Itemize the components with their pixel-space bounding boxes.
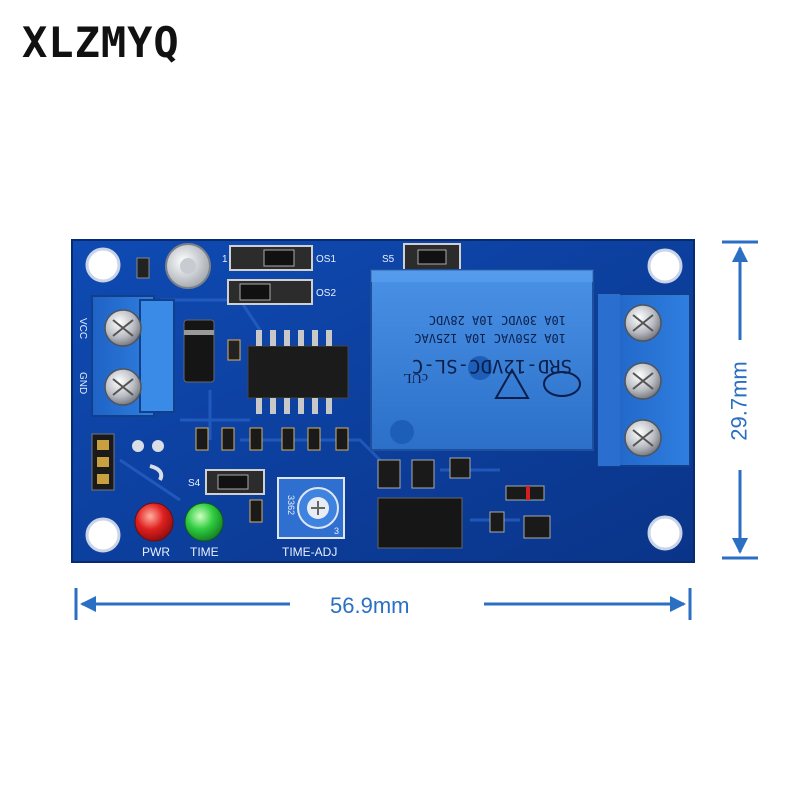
- jumper-os2[interactable]: [227, 279, 313, 305]
- pwr-label: PWR: [142, 545, 170, 559]
- s5-label: S5: [382, 254, 395, 265]
- optocoupler: [377, 497, 463, 549]
- resistor: [136, 257, 150, 279]
- transistor: [411, 459, 435, 489]
- mounting-hole: [85, 517, 121, 553]
- relay-terminal-block: [597, 293, 691, 467]
- diode: [183, 319, 215, 383]
- pot-pin-label: 3: [334, 526, 339, 536]
- height-dimension: [722, 240, 758, 560]
- relay: SRD-12VDC-SL-C 10A 250VAC 10A 125VAC 10A…: [370, 269, 594, 451]
- brand-logo-text: XLZMYQ: [22, 18, 180, 67]
- time-label: TIME: [190, 545, 219, 559]
- gnd-label: GND: [77, 372, 88, 394]
- jumper-os1[interactable]: [229, 245, 313, 271]
- pwr-led: [134, 502, 174, 542]
- jumper-s4[interactable]: [205, 469, 265, 495]
- ul-mark-icon: cUL: [403, 370, 428, 385]
- transistor: [377, 459, 401, 489]
- power-terminal-block: [91, 295, 175, 417]
- cqc-mark-icon: [543, 371, 581, 397]
- smd-diode: [505, 485, 545, 501]
- os2-label: OS2: [316, 288, 336, 299]
- time-adj-label: TIME-ADJ: [282, 545, 337, 559]
- time-adjust-potentiometer[interactable]: 3362 3: [277, 477, 345, 539]
- mounting-hole: [647, 248, 683, 284]
- width-dimension: [74, 588, 692, 620]
- s4-label: S4: [188, 478, 201, 489]
- relay-rating-dc: 10A 30VDC 10A 28VDC: [429, 313, 566, 327]
- time-led: [184, 502, 224, 542]
- relay-rating-ac: 10A 250VAC 10A 125VAC: [414, 331, 566, 345]
- jumper-s5[interactable]: [403, 243, 461, 271]
- ic-chip: [247, 330, 349, 414]
- transistor: [523, 515, 551, 539]
- smd-component: [489, 511, 505, 533]
- capacitor: [165, 243, 211, 289]
- mounting-hole: [85, 247, 121, 283]
- os1-label: OS1: [316, 254, 336, 265]
- vcc-label: VCC: [77, 318, 88, 339]
- mounting-hole: [647, 515, 683, 551]
- pin-header: [91, 433, 164, 491]
- width-dimension-label: 56.9mm: [330, 593, 410, 618]
- relay-model-text: SRD-12VDC-SL-C: [412, 355, 572, 377]
- triangle-mark-icon: [494, 367, 530, 399]
- smd-component: [449, 457, 471, 479]
- height-dimension-label: 29.7mm: [726, 361, 752, 441]
- pot-code-label: 3362: [286, 495, 296, 515]
- smd-resistors: [195, 427, 349, 523]
- pin-one-label: 1: [222, 254, 228, 265]
